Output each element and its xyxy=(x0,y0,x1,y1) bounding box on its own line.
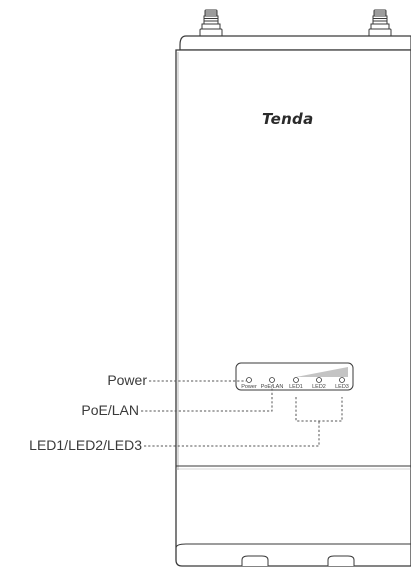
led-label-led3: LED3 xyxy=(335,384,349,390)
led-label-poe-lan: PoE/LAN xyxy=(261,384,284,390)
led-panel xyxy=(235,362,354,391)
poe-lan-leader-line xyxy=(141,385,273,412)
top-cap xyxy=(179,35,411,51)
callout-led-group: LED1/LED2/LED3 xyxy=(29,437,142,453)
brand-logo: Tenda xyxy=(262,110,314,128)
callout-power: Power xyxy=(107,372,147,388)
led-label-led1: LED1 xyxy=(289,384,303,390)
led-bracket xyxy=(295,397,343,422)
led-label-led2: LED2 xyxy=(312,384,326,390)
led-power-icon xyxy=(246,377,252,383)
bottom-base xyxy=(175,543,411,549)
led-led2-icon xyxy=(316,377,322,383)
led-led1-icon xyxy=(293,377,299,383)
led-label-power: Power xyxy=(241,384,257,390)
callout-poe-lan: PoE/LAN xyxy=(81,402,139,418)
led-poe-lan-icon xyxy=(269,377,275,383)
left-antenna xyxy=(199,9,223,38)
left-foot xyxy=(241,555,269,566)
led-led3-icon xyxy=(339,377,345,383)
right-foot xyxy=(327,555,355,566)
right-antenna xyxy=(368,9,392,38)
signal-strength-bar xyxy=(296,367,348,377)
leader-lines xyxy=(141,380,343,447)
